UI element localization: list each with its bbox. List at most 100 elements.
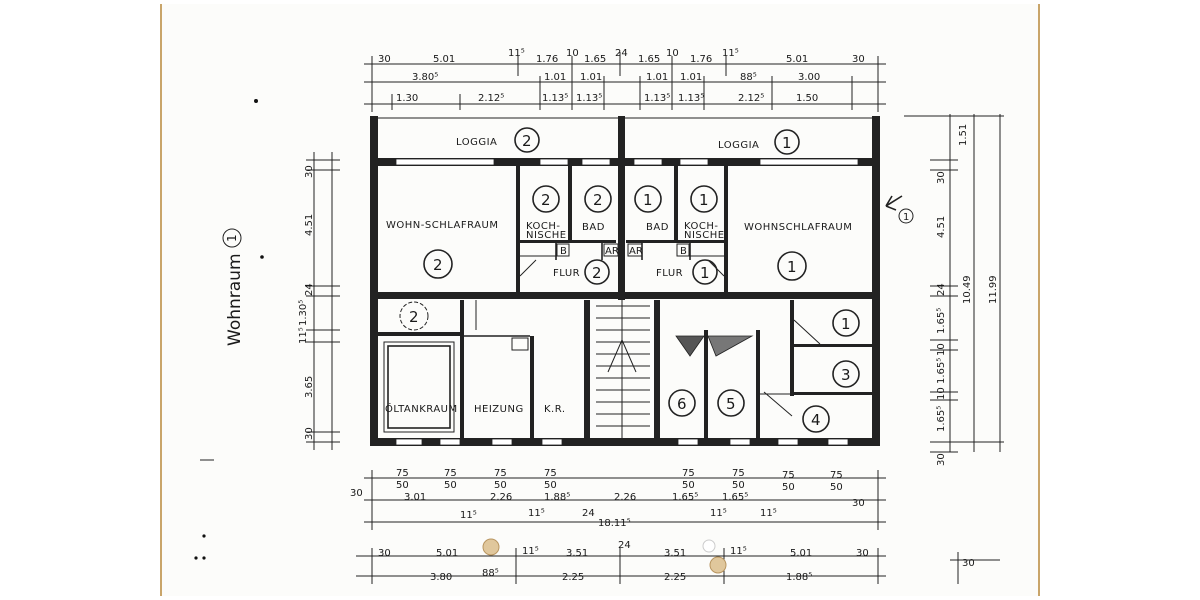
dim-top-10: 1.76 (690, 54, 712, 65)
upper-interior-walls (516, 166, 728, 292)
circle-loggia-left (514, 127, 540, 153)
circle-cellar-3 (832, 360, 860, 388)
dim-right-5: 1.65⁵ (936, 308, 947, 334)
dim-right-total-1: 10.49 (962, 275, 973, 304)
dim-top3-6: 1.13⁵ (678, 93, 704, 104)
dim-right-2: 30 (936, 171, 947, 184)
dim-top-11: 11⁵ (722, 48, 739, 59)
dim-bottom-total: 18.11⁵ (598, 518, 631, 529)
dim-top2-3: 1.01 (580, 72, 602, 83)
pencil-dot (194, 556, 198, 560)
dim-right-4: 24 (936, 283, 947, 296)
dim-bottom-b1: 11⁵ (460, 510, 477, 521)
dim-top2-5: 1.01 (680, 72, 702, 83)
circle-cellar-1 (832, 309, 860, 337)
label-ar-left: AR (605, 246, 619, 257)
label-b-right: B (680, 246, 687, 257)
dim-bottom-3: 2.26 (490, 492, 512, 503)
circle-koch-right (690, 185, 718, 213)
box-b-right (676, 243, 690, 257)
svg-text:50: 50 (544, 480, 557, 491)
svg-text:75: 75 (396, 468, 409, 479)
dim-bottom-2: 3.01 (404, 492, 426, 503)
dim-bottom3-2: 88⁵ (482, 568, 499, 579)
dim-bottom3-3: 2.25 (562, 572, 584, 583)
dim-top2-7: 3.00 (798, 72, 820, 83)
dim-top-1: 30 (378, 54, 391, 65)
marker-number: 1 (903, 212, 909, 223)
dim-bottom-5: 2.26 (614, 492, 636, 503)
outer-walls (370, 116, 880, 446)
dim-top-13: 30 (852, 54, 865, 65)
windows-top (395, 158, 859, 166)
dim-left-6: 3.65 (304, 376, 315, 398)
svg-text:50: 50 (494, 480, 507, 491)
num-loggia-right: 1 (782, 134, 792, 152)
num-bad-right: 1 (643, 191, 653, 209)
dim-bottom2-5: 24 (618, 540, 631, 551)
svg-text:75: 75 (682, 468, 695, 479)
label-bad-left: BAD (582, 222, 605, 233)
dim-top3-4: 1.13⁵ (576, 93, 602, 104)
dim-right-10: 30 (936, 453, 947, 466)
dim-top-12: 5.01 (786, 54, 808, 65)
pencil-dot (254, 99, 258, 103)
dim-left-1: 30 (304, 165, 315, 178)
dim-top-2: 5.01 (433, 54, 455, 65)
circle-wohn-left (423, 249, 453, 279)
svg-text:50: 50 (732, 480, 745, 491)
label-heizung: HEIZUNG (474, 404, 524, 415)
dim-bottom-b4: 11⁵ (710, 508, 727, 519)
punch-hole (702, 539, 716, 553)
svg-text:75: 75 (830, 470, 843, 481)
punch-hole (709, 556, 727, 574)
dim-bottom2-7: 11⁵ (730, 546, 747, 557)
label-flur-right: FLUR (656, 268, 683, 279)
left-dimension-lines (306, 152, 340, 450)
dim-bottom-b2: 11⁵ (528, 508, 545, 519)
dim-bottom2-6: 3.51 (664, 548, 686, 559)
num-flur-right: 1 (700, 264, 710, 282)
dim-left-4: 1.30⁵ (298, 300, 309, 326)
svg-text:50: 50 (782, 482, 795, 493)
label-oeltank: ÖLTANKRAUM (385, 402, 458, 415)
dim-top3-7: 2.12⁵ (738, 93, 764, 104)
circle-cellar-6 (668, 389, 696, 417)
label-kar: K.R. (544, 404, 566, 415)
svg-text:50: 50 (682, 480, 695, 491)
label-loggia-left: LOGGIA (456, 137, 497, 148)
side-title-circle (222, 228, 242, 248)
lower-interior-walls (378, 300, 874, 440)
svg-text:75: 75 (444, 468, 457, 479)
dim-top2-2: 1.01 (544, 72, 566, 83)
dim-right-3: 4.51 (936, 216, 947, 238)
svg-text:50: 50 (444, 480, 457, 491)
svg-text:75: 75 (494, 468, 507, 479)
cellar-door-hatching (675, 335, 754, 357)
pencil-dot (202, 556, 206, 560)
dim-right-6: 10 (936, 343, 947, 356)
dim-left-7: 30 (304, 427, 315, 440)
num-flur-left: 2 (592, 264, 602, 282)
dim-top-5: 10 (566, 48, 579, 59)
dim-bottom-8: 30 (852, 498, 865, 509)
dim-bottom3-5: 1.88⁵ (786, 572, 812, 583)
orientation-arrow-icon (885, 195, 903, 211)
num-cellar-4: 4 (811, 411, 821, 429)
num-koch-left: 2 (541, 191, 551, 209)
dim-right-9: 1.65⁵ (936, 406, 947, 432)
dim-top2-4: 1.01 (646, 72, 668, 83)
num-loggia-left: 2 (522, 132, 532, 150)
svg-text:75: 75 (732, 468, 745, 479)
circle-koch-left (532, 185, 560, 213)
dim-bottom2-3: 11⁵ (522, 546, 539, 557)
label-wohn-right: WOHNSCHLAFRAUM (744, 222, 852, 233)
circle-cellar-5 (717, 389, 745, 417)
paper-sheet (160, 4, 1040, 596)
pencil-dot (260, 255, 264, 259)
dim-bottom2-8: 5.01 (790, 548, 812, 559)
dim-bottom2-2: 5.01 (436, 548, 458, 559)
side-title-number: 1 (225, 234, 239, 242)
